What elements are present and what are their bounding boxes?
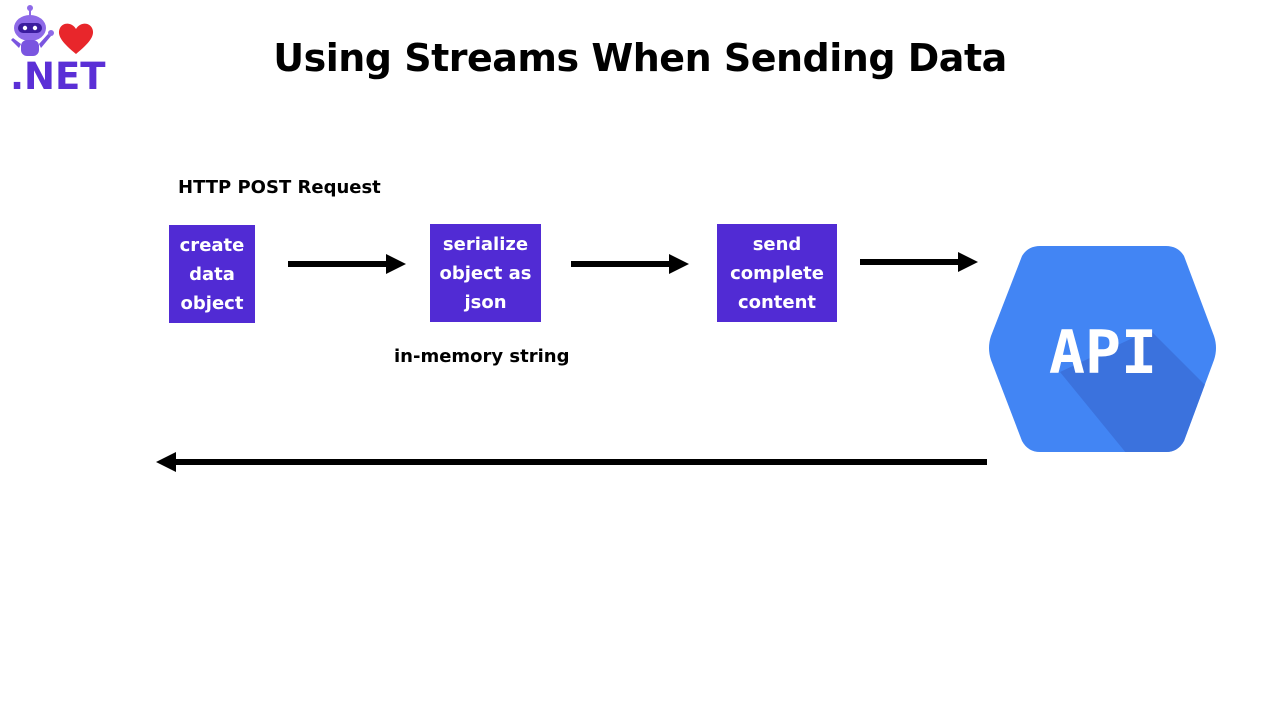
step-serialize-object: serialize object as json [430, 224, 541, 322]
step-label: create data object [179, 234, 245, 314]
arrow-1 [288, 254, 406, 274]
page-title: Using Streams When Sending Data [0, 36, 1280, 80]
api-hexagon-icon: API [989, 246, 1216, 452]
return-arrow [156, 452, 987, 472]
dotnet-logo: .NET [4, 4, 108, 100]
api-label: API [1049, 318, 1157, 388]
step-label: send complete content [730, 233, 824, 313]
arrow-3 [860, 252, 978, 272]
step-label: serialize object as json [439, 233, 532, 313]
step-create-data-object: create data object [169, 225, 255, 323]
step-send-content: send complete content [717, 224, 837, 322]
logo-text: .NET [10, 55, 106, 98]
arrow-2 [571, 254, 689, 274]
in-memory-note: in-memory string [394, 346, 570, 367]
page-title-text: Using Streams When Sending Data [273, 36, 1007, 80]
robot-with-heart-icon [11, 5, 94, 56]
request-label: HTTP POST Request [178, 177, 381, 198]
